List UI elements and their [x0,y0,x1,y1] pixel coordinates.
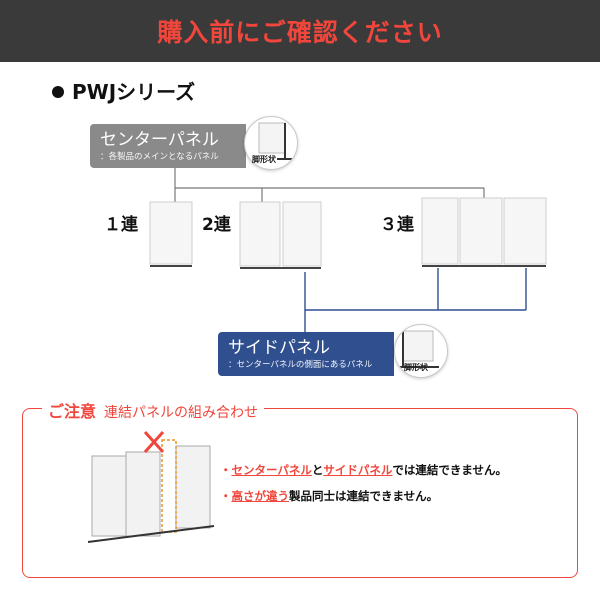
side-connector-lines [304,268,527,332]
notice-bullet-2: ・高さが違う製品同士は連結できません。 [220,488,438,504]
panel-set-1 [149,201,193,267]
center-leg-thumbnail [244,116,298,170]
panel-set-2 [239,201,322,269]
side-leg-thumbnail [394,324,448,378]
notice-subtitle: 連結パネルの組み合わせ [104,405,259,421]
center-leg-icon [258,122,293,160]
side-leg-label: 脚形状 [404,363,428,372]
side-panel-title: サイドパネル [228,338,330,358]
center-panel-sub: ：各製品のメインとなるパネル [100,152,219,162]
header-banner: 購入前にご確認ください [0,0,600,62]
notice-bullet-1: ・センターパネルとサイドパネルでは連結できません。 [220,462,507,478]
header-title: 購入前にご確認ください [157,18,443,47]
series-title-text: PWJシリーズ [72,80,196,104]
notice-title: ご注意 [48,402,97,421]
notice-box [22,408,578,578]
bullet-mark: ・ [220,463,232,477]
side-leg-icon [397,330,439,368]
bullet1-and: と [311,463,324,477]
center-leg-label: 脚形状 [252,155,276,164]
bullet1-center: センターパネル [231,463,312,477]
count-three-label: ３連 [380,215,414,235]
panel-set-3 [421,197,547,267]
count-two-label: 2連 [202,215,231,235]
bullet1-side: サイドパネル [323,463,393,477]
notice-illustration [87,430,215,543]
notice-heading: ご注意連結パネルの組み合わせ [42,398,265,422]
side-panel-sub: ：センターパネルの側面にあるパネル [228,360,373,370]
bullet-dot-icon [52,85,64,98]
side-panel-label: サイドパネル ：センターパネルの側面にあるパネル [218,332,394,376]
count-one-label: １連 [104,215,138,235]
series-title: PWJシリーズ [52,76,195,105]
bullet-mark: ・ [220,489,232,503]
bullet2-rest: 製品同士は連結できません。 [289,489,439,503]
center-panel-label: センターパネル ：各製品のメインとなるパネル [90,124,246,168]
bullet2-height: 高さが違う [231,489,290,503]
center-panel-title: センターパネル [100,130,219,150]
bullet1-rest: では連結できません。 [392,463,508,477]
